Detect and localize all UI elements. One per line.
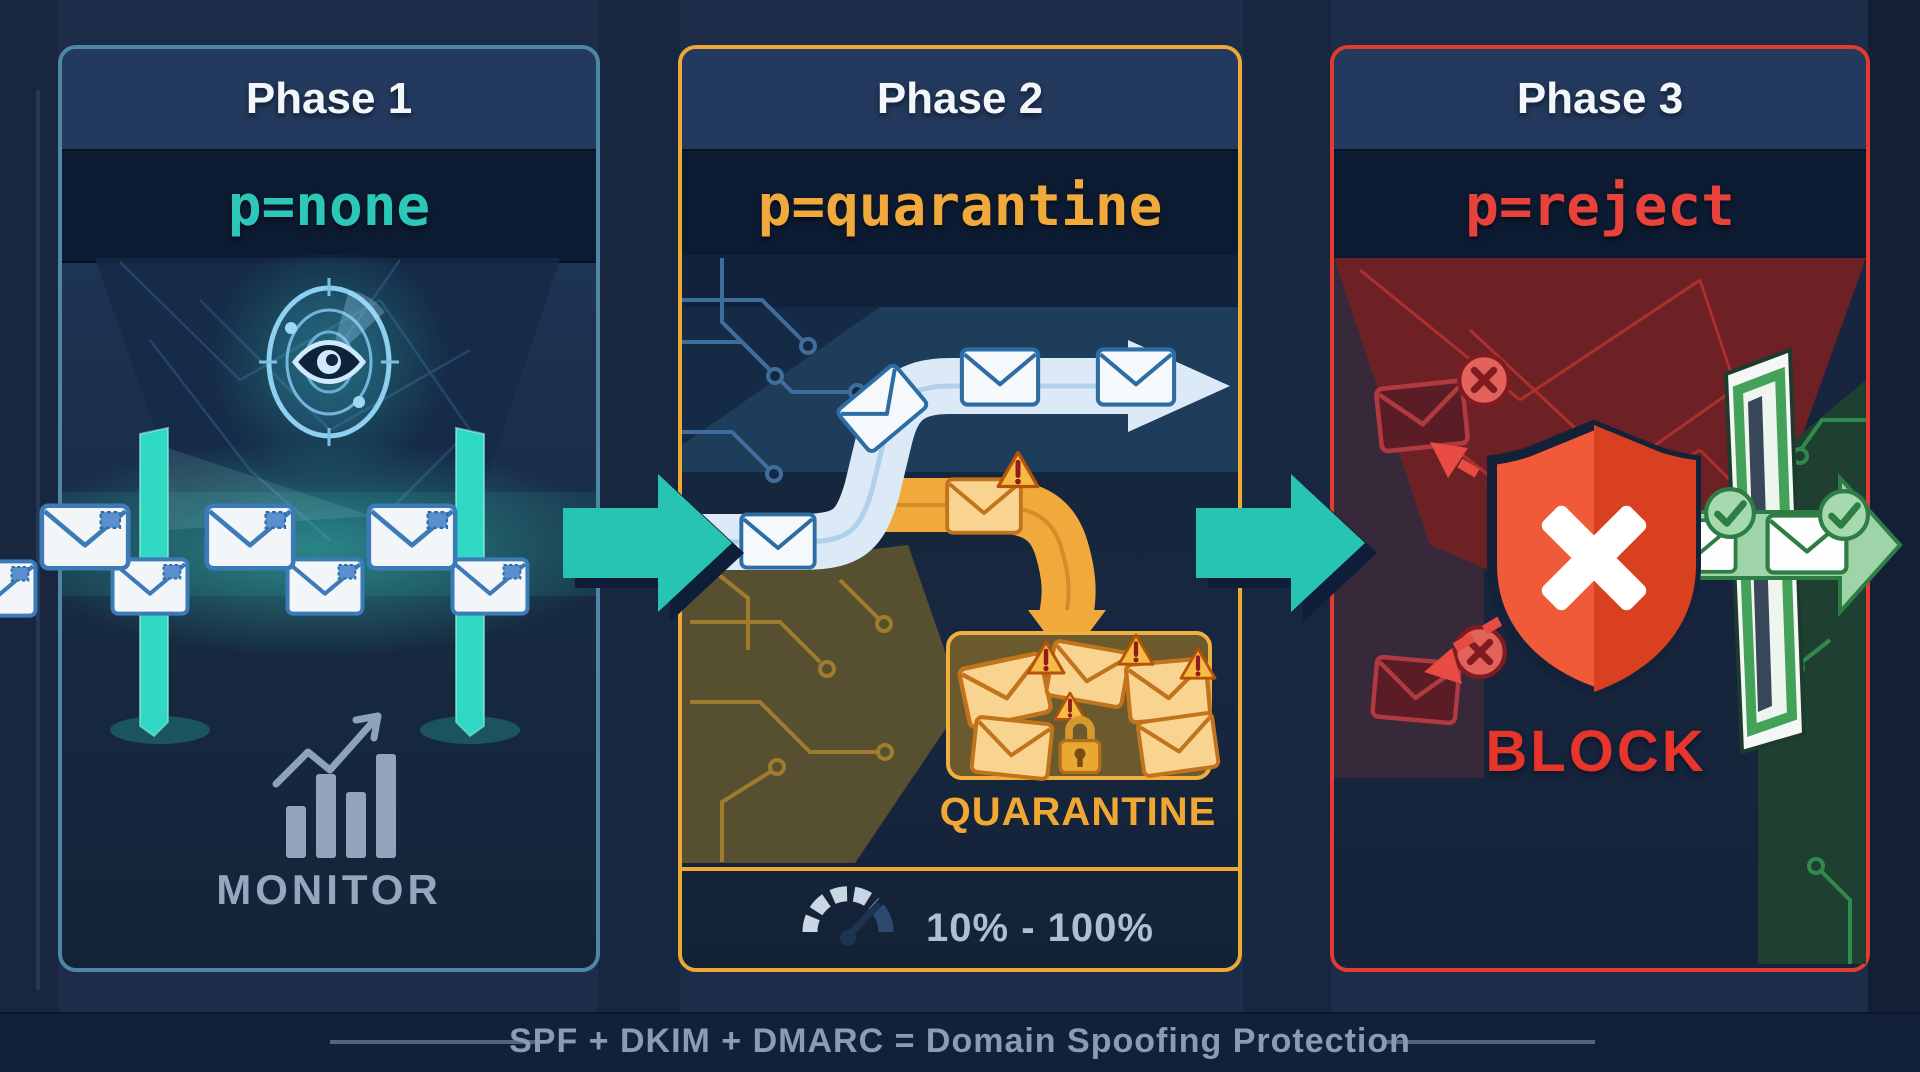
- panel-phase-3: Phase 3 p=reject: [1330, 45, 1870, 972]
- phase-2-content: [682, 263, 1238, 968]
- phase-2-header: Phase 2: [682, 49, 1238, 149]
- phase-3-title: Phase 3: [1516, 74, 1684, 123]
- phase-2-footer-divider: [682, 867, 1238, 871]
- panel-phase-1: Phase 1 p=none: [58, 45, 600, 972]
- footer-band: [0, 1012, 1920, 1072]
- phase-1-content: [62, 263, 596, 968]
- phase-2-title: Phase 2: [876, 74, 1044, 123]
- background-gap-1: [598, 0, 680, 1072]
- phase-3-content: [1334, 263, 1866, 968]
- panel-phase-2: Phase 2 p=quarantine: [678, 45, 1242, 972]
- phase-3-header: Phase 3: [1334, 49, 1866, 149]
- policy-none-value: p=none: [227, 173, 431, 239]
- phase-2-policy-band: p=quarantine: [682, 149, 1238, 263]
- footer-rule-right: [1385, 1040, 1595, 1044]
- phase-3-policy-band: p=reject: [1334, 149, 1866, 263]
- background-strip-left: [0, 0, 58, 1072]
- footer-caption: SPF + DKIM + DMARC = Domain Spoofing Pro…: [509, 1022, 1411, 1060]
- phase-1-header: Phase 1: [62, 49, 596, 149]
- background-accent-line: [36, 90, 40, 990]
- phase-1-title: Phase 1: [245, 74, 413, 123]
- policy-reject-value: p=reject: [1465, 173, 1735, 239]
- phase-1-policy-band: p=none: [62, 149, 596, 263]
- policy-quarantine-value: p=quarantine: [757, 173, 1163, 239]
- background-strip-right: [1868, 0, 1920, 1072]
- footer-rule-left: [330, 1040, 540, 1044]
- background-gap-2: [1243, 0, 1331, 1072]
